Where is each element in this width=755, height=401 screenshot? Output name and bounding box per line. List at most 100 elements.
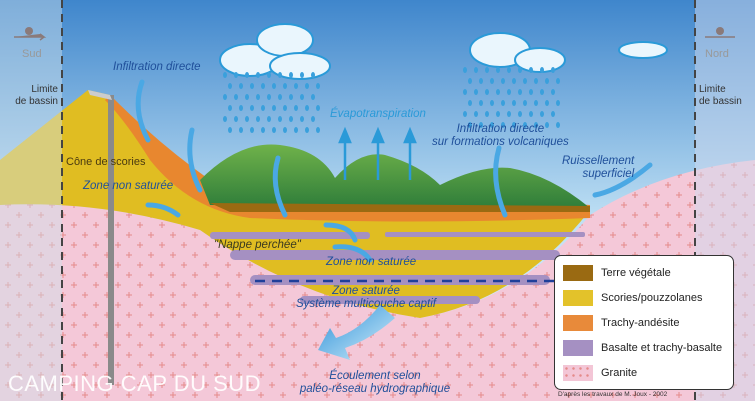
rain-drop <box>529 89 533 95</box>
label-line: superficiel <box>582 168 635 180</box>
legend-label: Terre végétale <box>601 266 671 279</box>
rain-drop <box>463 111 467 117</box>
rain-drop <box>316 83 320 89</box>
rain-drop <box>250 105 254 111</box>
rain-drop <box>300 116 304 122</box>
rain-drop <box>496 111 500 117</box>
rain-drop <box>545 78 549 84</box>
rain-drop <box>289 72 293 78</box>
north-label: Nord <box>705 48 729 60</box>
rain-drop <box>305 127 309 133</box>
rain-drop <box>289 116 293 122</box>
legend-label: Granite <box>601 366 638 379</box>
rain-drop <box>311 94 315 100</box>
rain-drop <box>551 67 555 73</box>
rain-drop <box>228 105 232 111</box>
rain-drop <box>294 127 298 133</box>
rain-drop <box>507 111 511 117</box>
legend-swatch <box>563 289 593 306</box>
cloud-icon <box>219 23 668 80</box>
rain-drop <box>534 122 538 128</box>
rain-drop <box>551 89 555 95</box>
rain-drop <box>518 89 522 95</box>
rain-drop <box>556 78 560 84</box>
rain-drop <box>256 94 260 100</box>
legend-item: Scories/pouzzolanes <box>563 285 733 310</box>
rain-drop <box>256 72 260 78</box>
label-line: Zone saturée <box>332 285 400 297</box>
cone-label: Cône de scories <box>66 156 146 168</box>
rain-drop <box>512 122 516 128</box>
rain-drop <box>223 116 227 122</box>
rain-drop <box>272 105 276 111</box>
rain-drop <box>463 89 467 95</box>
rain-drop <box>474 67 478 73</box>
rain-drop <box>283 127 287 133</box>
rain-drop <box>485 67 489 73</box>
rain-drop <box>311 72 315 78</box>
legend-item: Terre végétale <box>563 260 733 285</box>
rain-drop <box>545 122 549 128</box>
rain-drop <box>468 100 472 106</box>
well-head <box>88 90 112 100</box>
rain-drop <box>261 105 265 111</box>
rain-drop <box>496 89 500 95</box>
rain-drop <box>267 116 271 122</box>
legend-label: Basalte et trachy-basalte <box>601 341 723 354</box>
label-line: Système multicouche captif <box>296 298 436 310</box>
legend-label: Trachy-andésite <box>601 316 680 329</box>
rain-drop <box>551 111 555 117</box>
rain-drop <box>272 127 276 133</box>
watermark: CAMPING CAP DU SUD <box>8 371 262 396</box>
left-outside-basin <box>0 0 62 401</box>
rain-drop <box>289 94 293 100</box>
legend-item: Basalte et trachy-basalte <box>563 335 733 360</box>
rain-drop <box>540 67 544 73</box>
rain-drop <box>261 127 265 133</box>
basin-limit-line1: Limite <box>699 84 726 95</box>
rain-drop <box>518 111 522 117</box>
evapotranspiration-arrows <box>338 126 417 180</box>
rain-drop <box>556 100 560 106</box>
rain-drop <box>534 100 538 106</box>
rain-drop <box>267 94 271 100</box>
rain-drop <box>272 83 276 89</box>
rain-drop <box>490 122 494 128</box>
rain-drop <box>234 94 238 100</box>
rain-drop <box>234 72 238 78</box>
rain-drop <box>474 89 478 95</box>
rain-drop <box>256 116 260 122</box>
basin-limit-line1: Limite <box>31 84 58 95</box>
rain-drop <box>556 122 560 128</box>
infiltration-volcanique-label: Infiltration directe sur formations volc… <box>432 123 569 149</box>
rain-drop <box>294 105 298 111</box>
legend-swatch <box>563 314 593 331</box>
well-pipe <box>108 95 114 385</box>
rain-drop <box>474 111 478 117</box>
rain-drop <box>283 105 287 111</box>
rain-drop <box>250 127 254 133</box>
rain-drop <box>485 111 489 117</box>
label-line: Infiltration directe <box>456 123 545 135</box>
rain-drop <box>518 67 522 73</box>
rain-drop <box>545 100 549 106</box>
label-line: Ruissellement <box>562 155 635 167</box>
rain-drop <box>278 72 282 78</box>
rain-drop <box>523 100 527 106</box>
label-line: sur formations volcaniques <box>432 136 569 148</box>
rain-drop <box>239 127 243 133</box>
label-line: Écoulement selon <box>329 370 421 382</box>
rain-drop <box>223 72 227 78</box>
rain-drop <box>485 89 489 95</box>
rain-drop <box>245 72 249 78</box>
rain-drop <box>540 111 544 117</box>
rain-drop <box>283 83 287 89</box>
rain-drop <box>223 94 227 100</box>
legend-item: Granite <box>563 360 733 385</box>
label-line: paléo-réseau hydrographique <box>299 383 451 395</box>
rain-drop <box>534 78 538 84</box>
rain-drops <box>223 67 560 133</box>
basin-limit-left-label: Limite de bassin <box>6 84 58 108</box>
rain-drop <box>479 78 483 84</box>
